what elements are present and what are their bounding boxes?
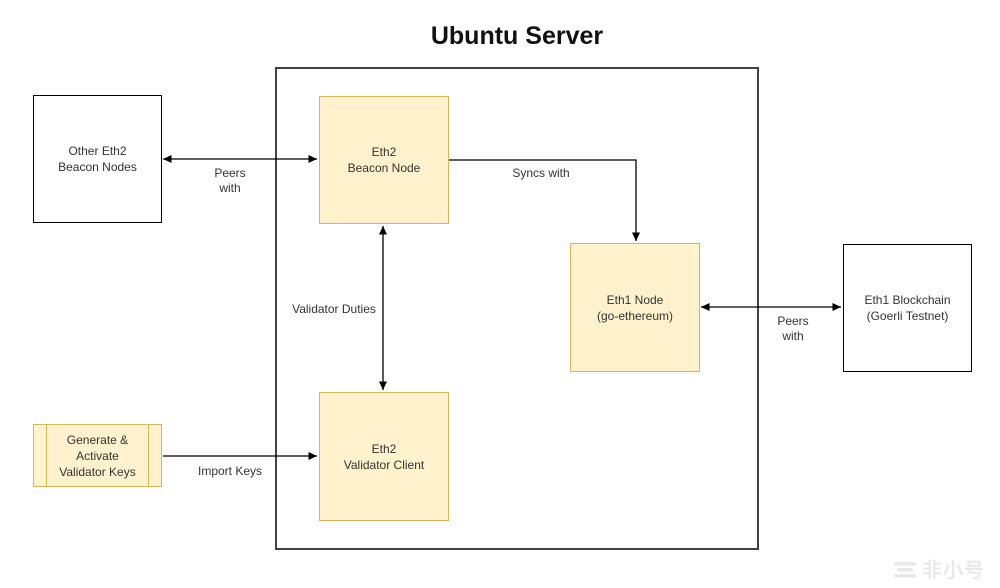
watermark-text: 非小号 bbox=[922, 560, 985, 582]
node-other-eth2-beacon-nodes: Other Eth2 Beacon Nodes bbox=[33, 95, 162, 223]
node-generate-activate-validator-keys: Generate & Activate Validator Keys bbox=[33, 424, 162, 487]
node-eth1-blockchain: Eth1 Blockchain (Goerli Testnet) bbox=[843, 244, 972, 372]
edge-label-validator-duties: Validator Duties bbox=[292, 302, 376, 316]
node-eth1-node: Eth1 Node (go-ethereum) bbox=[570, 243, 700, 372]
edge-label-peers-with-right: Peers with bbox=[777, 314, 809, 343]
watermark: 非小号 bbox=[893, 554, 985, 583]
node-eth2-validator-client: Eth2 Validator Client bbox=[319, 392, 449, 521]
node-eth2-beacon-node: Eth2 Beacon Node bbox=[319, 96, 449, 224]
edge-label-import-keys: Import Keys bbox=[197, 464, 263, 478]
diagram-title: Ubuntu Server bbox=[430, 22, 604, 50]
process-divider-right bbox=[148, 425, 149, 486]
process-divider-left bbox=[46, 425, 47, 486]
edge-label-syncs-with: Syncs with bbox=[512, 166, 570, 180]
node-label: Generate & Activate Validator Keys bbox=[59, 432, 136, 479]
watermark-logo-icon bbox=[894, 561, 916, 577]
edge-label-peers-with-left: Peers with bbox=[214, 166, 246, 195]
